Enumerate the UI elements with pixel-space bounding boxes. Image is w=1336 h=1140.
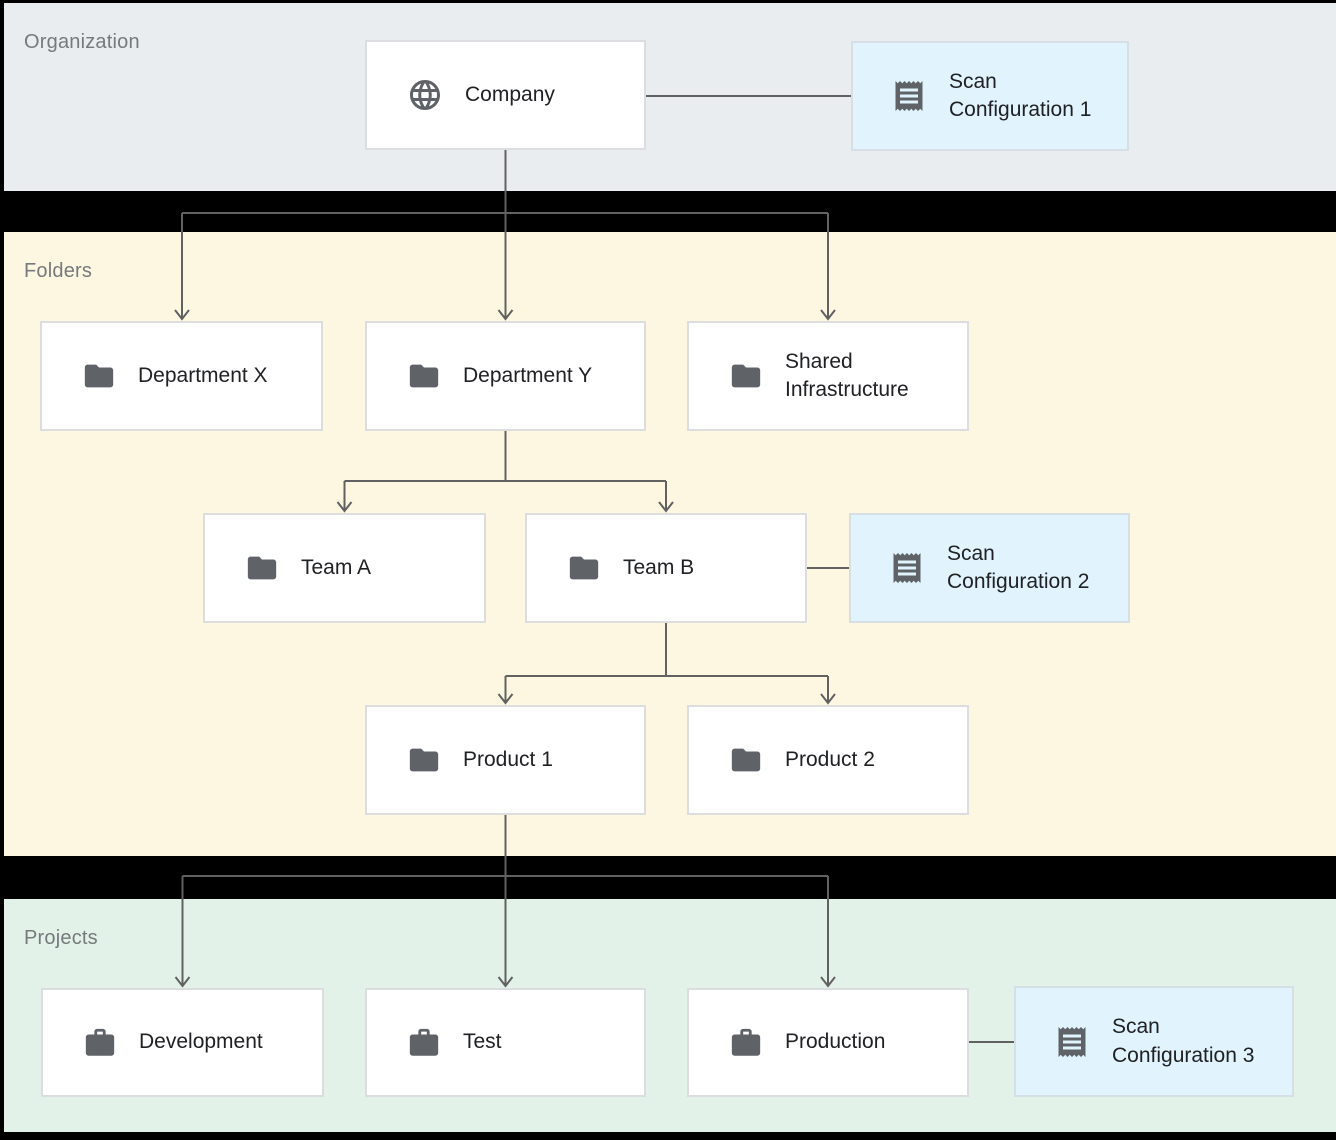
organization-band: Organization xyxy=(4,3,1336,191)
node-scan-configuration-1: Scan Configuration 1 xyxy=(851,41,1129,151)
node-team-b: Team B xyxy=(525,513,807,623)
folder-icon xyxy=(729,359,763,393)
node-label: Scan Configuration 3 xyxy=(1112,1015,1255,1067)
receipt-icon xyxy=(891,78,927,114)
folder-icon xyxy=(82,359,116,393)
node-label: Product 1 xyxy=(463,747,553,771)
folder-icon xyxy=(407,359,441,393)
node-product-2: Product 2 xyxy=(687,705,969,815)
node-label: Department X xyxy=(138,363,268,387)
briefcase-icon xyxy=(407,1026,441,1060)
node-development: Development xyxy=(41,988,324,1097)
folder-icon xyxy=(407,743,441,777)
node-label: Shared Infrastructure xyxy=(785,349,909,401)
node-test: Test xyxy=(365,988,646,1097)
node-company: Company xyxy=(365,40,646,150)
briefcase-icon xyxy=(83,1026,117,1060)
node-production: Production xyxy=(687,988,969,1097)
node-label: Company xyxy=(465,82,555,106)
globe-icon xyxy=(407,77,443,113)
node-label: Production xyxy=(785,1030,886,1054)
node-label: Department Y xyxy=(463,363,593,387)
node-shared-infrastructure: Shared Infrastructure xyxy=(687,321,969,431)
node-label: Team A xyxy=(301,555,372,579)
folder-icon xyxy=(245,551,279,585)
node-label: Test xyxy=(463,1030,502,1054)
node-label: Scan Configuration 1 xyxy=(949,69,1092,121)
folder-icon xyxy=(567,551,601,585)
node-label: Development xyxy=(139,1030,263,1054)
node-label: Scan Configuration 2 xyxy=(947,541,1090,593)
node-product-1: Product 1 xyxy=(365,705,646,815)
node-department-y: Department Y xyxy=(365,321,646,431)
section-label-organization: Organization xyxy=(24,31,140,53)
section-label-folders: Folders xyxy=(24,260,93,282)
node-team-a: Team A xyxy=(203,513,486,623)
receipt-icon xyxy=(889,550,925,586)
node-scan-configuration-3: Scan Configuration 3 xyxy=(1014,986,1294,1097)
briefcase-icon xyxy=(729,1026,763,1060)
receipt-icon xyxy=(1054,1024,1090,1060)
node-department-x: Department X xyxy=(40,321,323,431)
node-label: Product 2 xyxy=(785,747,875,771)
section-label-projects: Projects xyxy=(24,927,98,949)
folder-icon xyxy=(729,743,763,777)
node-label: Team B xyxy=(623,555,695,579)
node-scan-configuration-2: Scan Configuration 2 xyxy=(849,513,1130,623)
